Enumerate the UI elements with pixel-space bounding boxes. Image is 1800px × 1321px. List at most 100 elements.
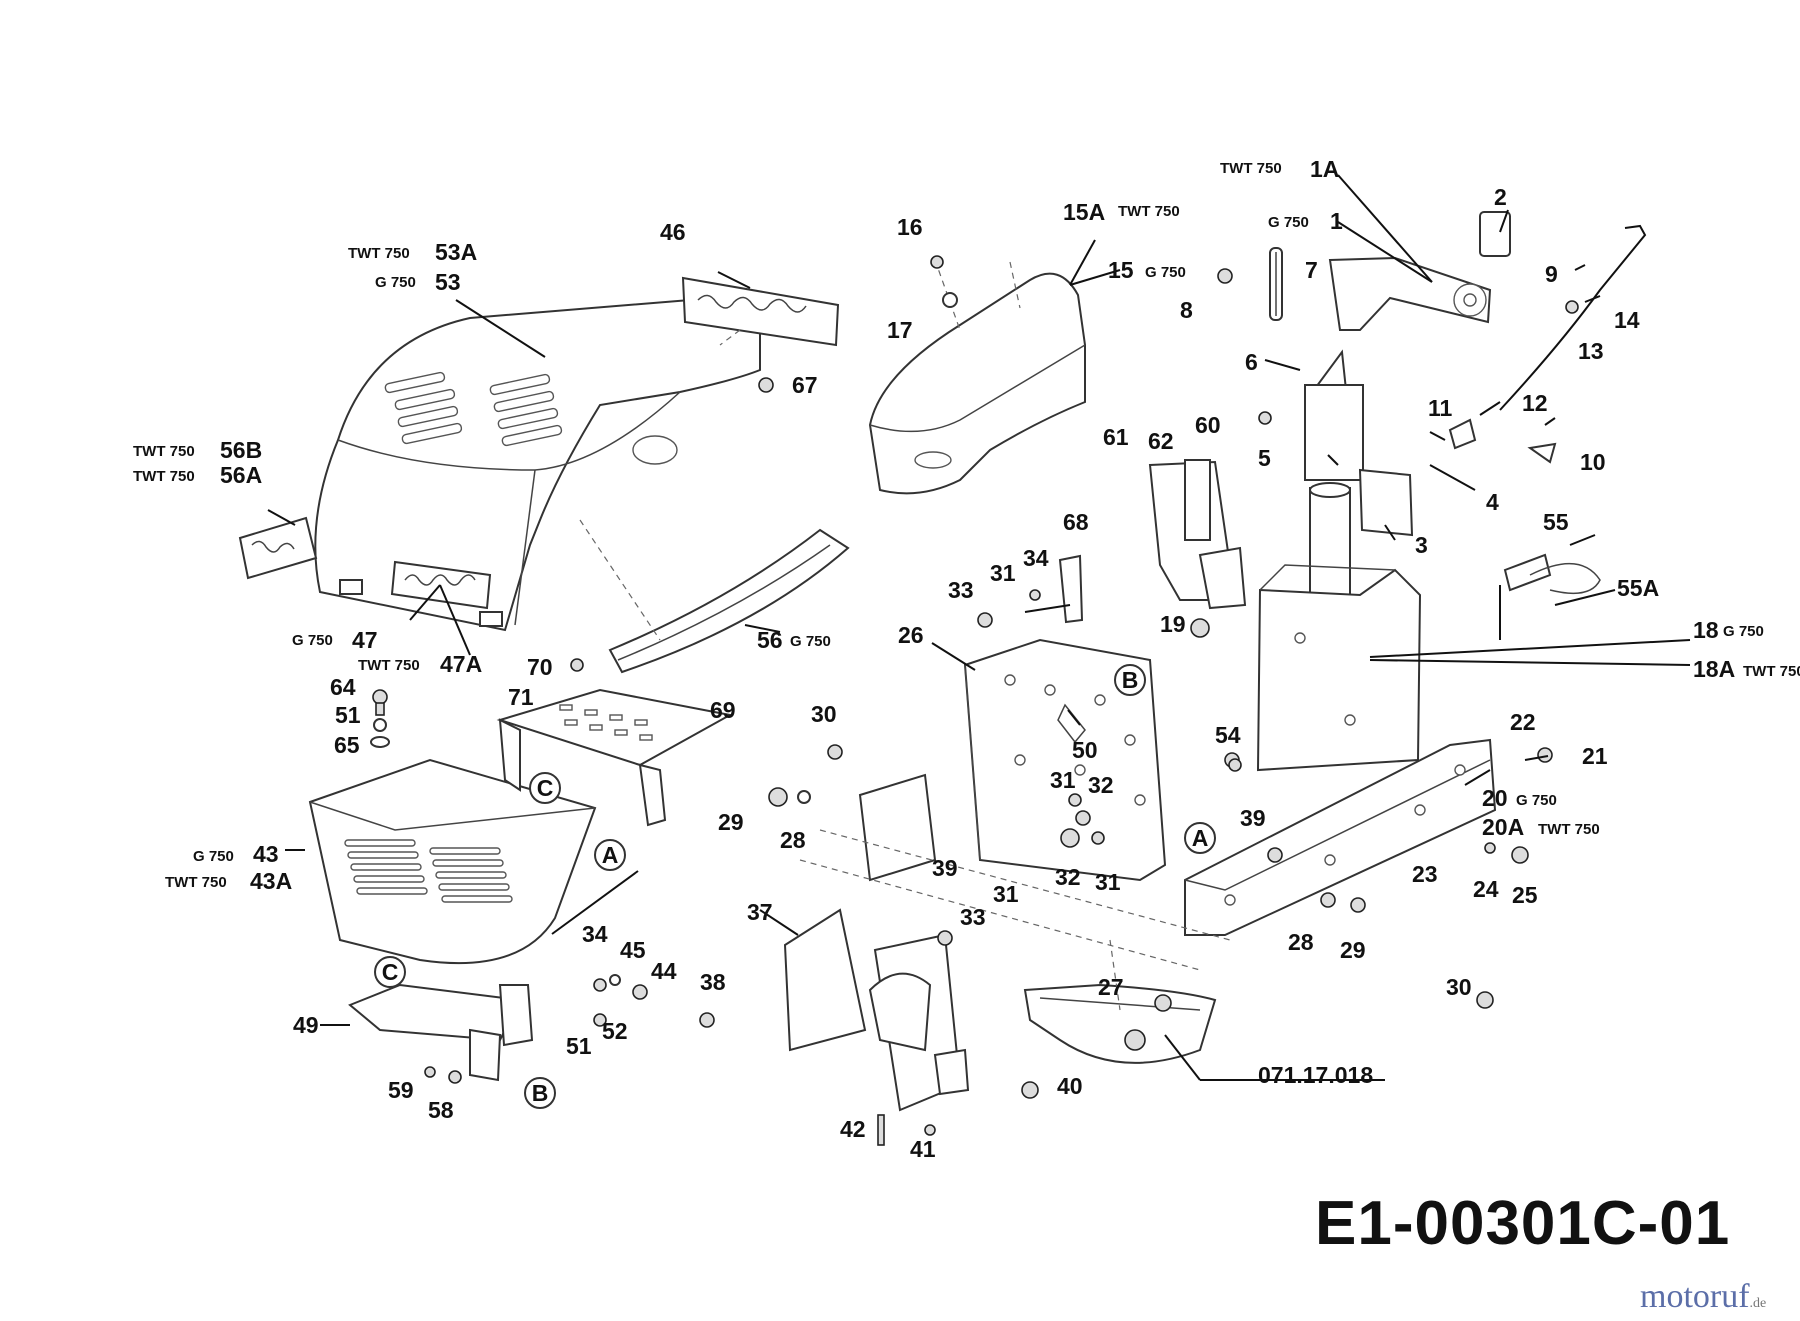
label-p31a: 31 bbox=[990, 560, 1016, 586]
label-p54: 54 bbox=[1215, 722, 1241, 748]
watermark-logo: motoruf.de bbox=[1640, 1278, 1766, 1316]
label-p33a: 33 bbox=[948, 577, 974, 603]
hardware bbox=[370, 618, 1553, 1146]
label-p26: 26 bbox=[898, 622, 924, 648]
label-p65: 65 bbox=[334, 732, 360, 758]
label-p14: 14 bbox=[1614, 307, 1640, 333]
column-shaft bbox=[1309, 482, 1351, 599]
label-p42: 42 bbox=[840, 1116, 866, 1142]
label-p8: 8 bbox=[1180, 297, 1193, 323]
knob-7 bbox=[1269, 247, 1283, 321]
label-p38: 38 bbox=[700, 969, 726, 995]
label-p12: 12 bbox=[1522, 390, 1548, 416]
pin-6 bbox=[1264, 359, 1301, 371]
label-p29b: 29 bbox=[1340, 937, 1366, 963]
plate-69 bbox=[496, 688, 733, 827]
decal-46 bbox=[681, 276, 840, 347]
label-p67: 67 bbox=[792, 372, 818, 398]
label-p18-model: G 750 bbox=[1723, 623, 1764, 640]
bracket-49 bbox=[348, 983, 534, 1082]
label-p56-model: G 750 bbox=[790, 633, 831, 650]
circle-label-c: C bbox=[537, 775, 554, 801]
label-p43a-model: TWT 750 bbox=[165, 874, 227, 891]
bracket-60 bbox=[1148, 459, 1247, 610]
label-p53: 53 bbox=[435, 269, 461, 295]
plate-37 bbox=[783, 908, 970, 1112]
label-p5: 5 bbox=[1258, 445, 1271, 471]
label-p47-model: G 750 bbox=[292, 632, 333, 649]
label-p31b: 31 bbox=[1050, 767, 1076, 793]
label-p7: 7 bbox=[1305, 257, 1318, 283]
frame-rail-20 bbox=[1184, 738, 1497, 936]
label-p20a-model: TWT 750 bbox=[1538, 821, 1600, 838]
label-p34b: 34 bbox=[582, 921, 608, 947]
label-p17: 17 bbox=[887, 317, 913, 343]
label-p18a: 18A bbox=[1693, 656, 1735, 682]
label-p49: 49 bbox=[293, 1012, 319, 1038]
label-p32a: 32 bbox=[1088, 772, 1114, 798]
plate-3 bbox=[1358, 468, 1414, 537]
label-p1-model: G 750 bbox=[1268, 214, 1309, 231]
decal-56a bbox=[238, 516, 318, 580]
label-p20-model: G 750 bbox=[1516, 792, 1557, 809]
label-p9: 9 bbox=[1545, 261, 1558, 287]
label-p69: 69 bbox=[710, 697, 736, 723]
label-p3: 3 bbox=[1415, 532, 1428, 558]
label-p61: 61 bbox=[1103, 424, 1129, 450]
circle-markers bbox=[374, 664, 1216, 1109]
label-p25: 25 bbox=[1512, 882, 1538, 908]
part-labels: TWT 750 1A G 750 1 2 3 4 5 6 7 8 9 10 11… bbox=[133, 156, 1800, 1162]
label-p6: 6 bbox=[1245, 349, 1258, 375]
label-p68: 68 bbox=[1063, 509, 1089, 535]
label-p53-model: G 750 bbox=[375, 274, 416, 291]
steering-column-1 bbox=[1304, 256, 1492, 481]
label-p28a: 28 bbox=[780, 827, 806, 853]
label-p46: 46 bbox=[660, 219, 686, 245]
label-p50: 50 bbox=[1072, 737, 1098, 763]
label-p18: 18 bbox=[1693, 617, 1719, 643]
label-p37: 37 bbox=[747, 899, 773, 925]
label-p53a-model: TWT 750 bbox=[348, 245, 410, 262]
label-p15-model: G 750 bbox=[1145, 264, 1186, 281]
label-p43a: 43A bbox=[250, 868, 292, 894]
label-p1: 1 bbox=[1330, 208, 1343, 234]
label-p13: 13 bbox=[1578, 338, 1604, 364]
label-p21: 21 bbox=[1582, 743, 1608, 769]
label-p32b: 32 bbox=[1055, 864, 1081, 890]
label-p56a: 56A bbox=[220, 462, 262, 488]
label-p20a: 20A bbox=[1482, 814, 1524, 840]
label-p59: 59 bbox=[388, 1077, 414, 1103]
label-p24: 24 bbox=[1473, 876, 1499, 902]
dash-cover-15 bbox=[868, 259, 1086, 495]
label-p52: 52 bbox=[602, 1018, 628, 1044]
label-p64: 64 bbox=[330, 674, 356, 700]
label-p53a: 53A bbox=[435, 239, 477, 265]
label-p10: 10 bbox=[1580, 449, 1606, 475]
pedestal-18 bbox=[1256, 564, 1422, 772]
hood-vents bbox=[384, 371, 563, 447]
label-p55: 55 bbox=[1543, 509, 1569, 535]
label-p31d: 31 bbox=[993, 881, 1019, 907]
label-p45: 45 bbox=[620, 937, 646, 963]
label-p51a: 51 bbox=[335, 702, 361, 728]
label-p31c: 31 bbox=[1095, 869, 1121, 895]
label-p15a: 15A bbox=[1063, 199, 1105, 225]
label-p40: 40 bbox=[1057, 1073, 1083, 1099]
hood-strip-56 bbox=[608, 528, 850, 674]
label-p47a: 47A bbox=[440, 651, 482, 677]
label-p41: 41 bbox=[910, 1136, 936, 1162]
label-p43: 43 bbox=[253, 841, 279, 867]
label-p23: 23 bbox=[1412, 861, 1438, 887]
label-p34a: 34 bbox=[1023, 545, 1049, 571]
ref-number-label: 071.17.018 bbox=[1258, 1062, 1373, 1088]
label-p56a-model: TWT 750 bbox=[133, 468, 195, 485]
watermark-suffix: .de bbox=[1749, 1296, 1767, 1311]
label-p71: 71 bbox=[508, 684, 534, 710]
hood-part bbox=[314, 298, 761, 632]
label-p58: 58 bbox=[428, 1097, 454, 1123]
label-p22: 22 bbox=[1510, 709, 1536, 735]
label-p39b: 39 bbox=[1240, 805, 1266, 831]
circle-label-b: B bbox=[532, 1080, 549, 1106]
